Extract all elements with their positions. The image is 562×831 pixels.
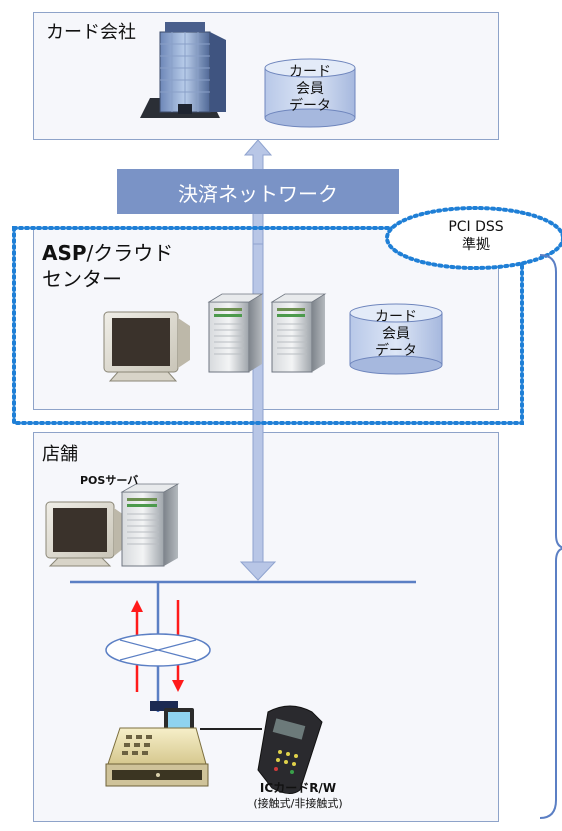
pci-dss-bubble	[385, 206, 562, 270]
asp-cloud-title: ASP/クラウド センター	[42, 240, 173, 292]
asp-db-label: カード 会員 データ	[350, 309, 442, 360]
ic-reader-sublabel: (接触式/非接触式)	[253, 797, 343, 810]
asp-title-rest: /クラウド	[86, 241, 174, 265]
store-title: 店舗	[42, 444, 78, 465]
asp-title-bold: ASP	[42, 241, 87, 265]
office-building-icon	[140, 22, 226, 118]
card-company-db-line-2: 会員	[296, 81, 324, 97]
card-company-db-line-1: カード	[289, 64, 331, 80]
card-company-database-icon	[264, 58, 356, 128]
asp-database-icon	[349, 303, 443, 375]
ic-reader-label: ICカードR/W	[259, 781, 337, 795]
pci-dss-boundary	[12, 226, 524, 425]
card-company-title: カード会社	[46, 22, 136, 43]
pci-dss-line-2: 準拠	[462, 237, 490, 253]
network-banner	[117, 169, 399, 214]
router-icon	[105, 633, 211, 667]
asp-db-line-1: カード	[375, 309, 417, 325]
asp-monitor-icon	[103, 311, 190, 382]
card-company-db-label: カード 会員 データ	[265, 64, 355, 115]
card-company-db-line-3: データ	[289, 98, 331, 114]
pci-dss-label: PCI DSS 準拠	[420, 218, 532, 254]
asp-title-line2: センター	[42, 267, 122, 291]
asp-db-line-2: 会員	[382, 326, 410, 342]
cash-register-icon	[105, 701, 209, 787]
asp-db-line-3: データ	[375, 343, 417, 359]
asp-server-icon-2	[270, 293, 327, 373]
pos-server-label: POSサーバ	[80, 474, 139, 487]
ic-card-reader-icon	[257, 705, 323, 794]
payment-network-label: 決済ネットワーク	[178, 182, 338, 206]
pos-monitor-icon	[45, 501, 124, 567]
asp-server-icon-1	[207, 293, 264, 373]
pci-dss-line-1: PCI DSS	[448, 219, 504, 235]
right-brace	[539, 254, 562, 819]
pos-server-icon	[120, 483, 180, 567]
